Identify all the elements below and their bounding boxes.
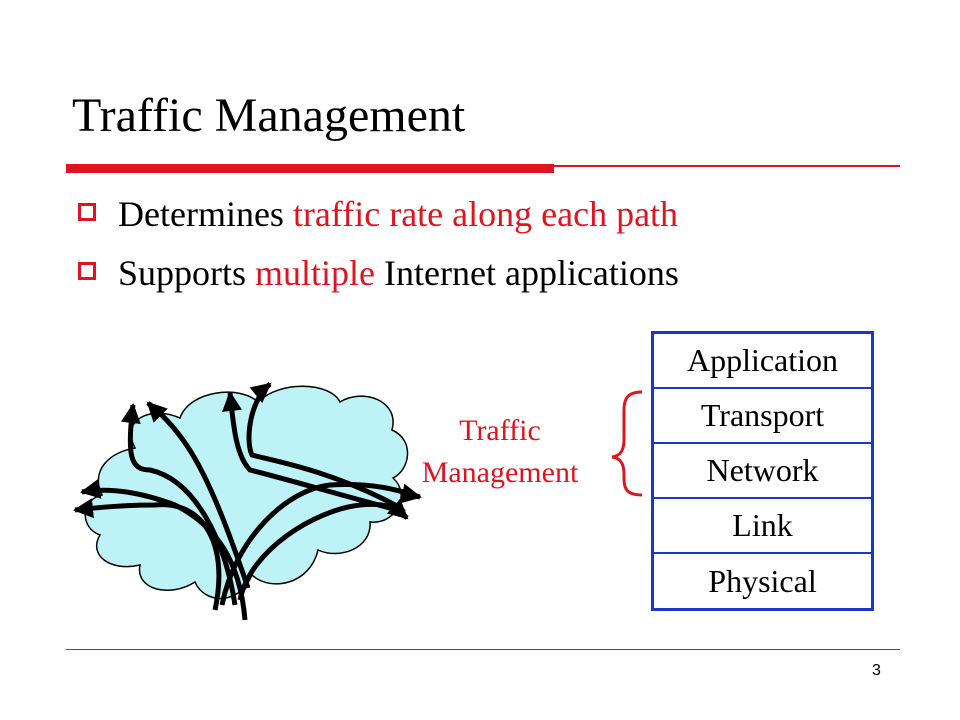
route-arrow — [120, 403, 238, 606]
layer-transport: Transport — [654, 389, 871, 444]
brace-icon — [611, 390, 643, 497]
bullet-square-icon — [78, 203, 96, 221]
bullet-highlight: traffic rate along each path — [292, 194, 679, 234]
bullet-text: Determines — [118, 194, 293, 234]
traffic-management-label: Traffic Management — [390, 410, 610, 494]
bullet-item-multiple-apps: Supports multiple Internet applications — [78, 255, 679, 291]
layer-physical: Physical — [708, 562, 817, 599]
traffic-label-line1: Traffic — [459, 414, 541, 447]
traffic-label-line2: Management — [421, 456, 579, 489]
route-arrow — [146, 401, 251, 589]
layer-application: Application — [654, 334, 871, 389]
bullet-square-icon — [78, 262, 96, 280]
title-underline-thin — [554, 165, 900, 167]
bullet-text-tail: Internet applications — [375, 253, 679, 293]
title-underline-thick — [66, 164, 554, 173]
bullet-highlight: multiple — [255, 253, 376, 293]
slide-title: Traffic Management — [72, 89, 466, 142]
route-arrow — [222, 391, 406, 515]
protocol-stack: Application Transport Network Link Physi… — [651, 331, 874, 611]
layer-network: Network — [654, 444, 871, 499]
footer-divider — [66, 649, 900, 650]
route-arrow — [80, 479, 248, 621]
bullet-item-traffic-rate: Determines traffic rate along each path — [78, 196, 678, 232]
layer-link: Link — [654, 499, 871, 554]
bullet-text: Supports — [118, 253, 256, 293]
route-arrow — [73, 498, 222, 611]
page-number: 3 — [872, 662, 881, 679]
route-arrow — [246, 382, 397, 508]
